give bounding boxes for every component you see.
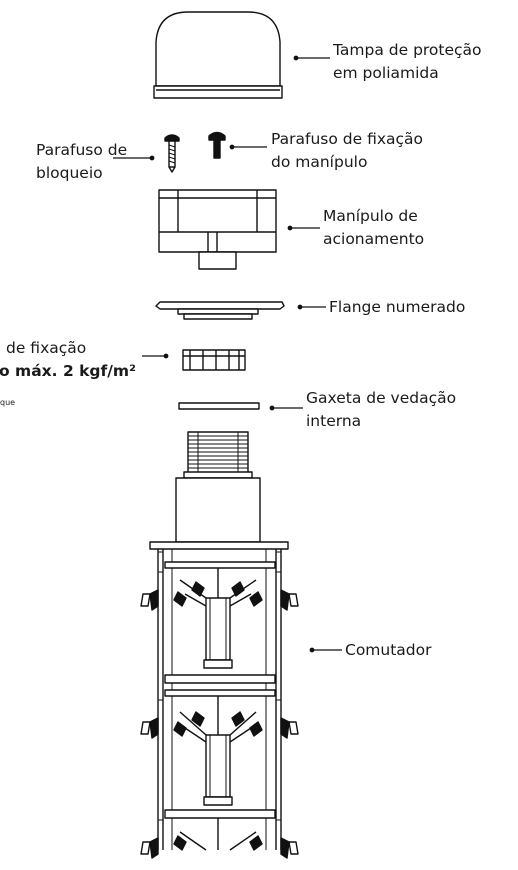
sealing-gasket (178, 402, 260, 410)
leader-lines (113, 55, 342, 653)
locking-screw (164, 134, 180, 173)
actuation-handle (158, 189, 277, 270)
fixing-nut (182, 349, 246, 371)
label-porca: de fixação o máx. 2 kgf/m² (0, 339, 136, 380)
label-comutador: Comutador (345, 641, 432, 659)
label-torque-fragment: que (0, 398, 16, 407)
protective-cap (153, 11, 283, 99)
label-flange: Flange numerado (329, 298, 466, 316)
numbered-flange (155, 301, 285, 320)
fixing-screw (208, 131, 226, 159)
commutator (140, 431, 299, 859)
